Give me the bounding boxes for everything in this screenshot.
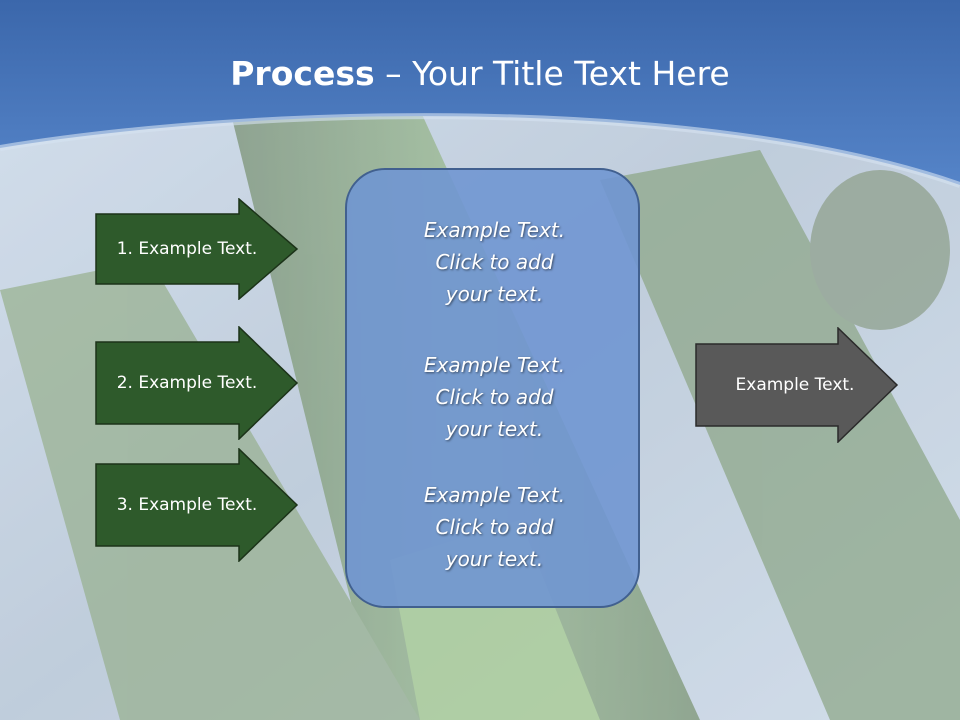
left-arrow-label: 1. Example Text.: [116, 239, 258, 259]
title-rest: – Your Title Text Here: [374, 54, 730, 93]
left-arrow-label: 3. Example Text.: [116, 495, 258, 515]
slide-title: Process – Your Title Text Here: [0, 52, 960, 96]
left-arrow-2: 2. Example Text.: [95, 326, 300, 440]
arrow-shape: [95, 198, 299, 300]
paragraph-line: your text.: [445, 282, 544, 306]
center-paragraph-1: Example Text. Click to add your text.: [347, 214, 642, 310]
paragraph-line: Example Text.: [423, 353, 566, 377]
center-paragraph-2: Example Text. Click to add your text.: [347, 349, 642, 445]
arrow-shape: [95, 326, 299, 440]
center-paragraph-3: Example Text. Click to add your text.: [347, 479, 642, 575]
title-bold: Process: [230, 54, 375, 93]
arrow-shape: [695, 327, 899, 443]
paragraph-line: Click to add: [435, 385, 554, 409]
right-arrow-label: Example Text.: [735, 375, 855, 395]
paragraph-line: Click to add: [435, 250, 554, 274]
paragraph-line: Example Text.: [423, 218, 566, 242]
paragraph-line: your text.: [445, 547, 544, 571]
right-arrow: Example Text.: [695, 327, 900, 443]
left-arrow-1: 1. Example Text.: [95, 198, 300, 300]
paragraph-line: Example Text.: [423, 483, 566, 507]
arrow-shape: [95, 448, 299, 562]
paragraph-line: Click to add: [435, 515, 554, 539]
paragraph-line: your text.: [445, 417, 544, 441]
left-arrow-label: 2. Example Text.: [116, 373, 258, 393]
center-text-box: Example Text. Click to add your text. Ex…: [345, 168, 640, 608]
left-arrow-3: 3. Example Text.: [95, 448, 300, 562]
